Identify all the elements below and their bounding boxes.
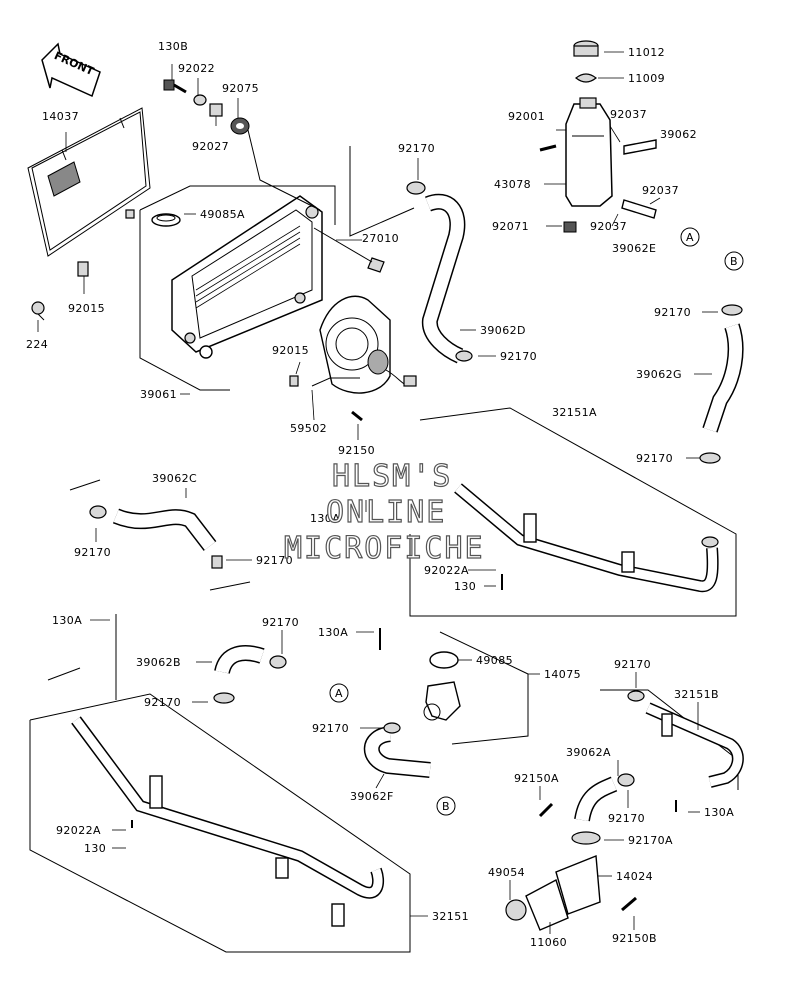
pipe-32151A (409, 407, 737, 617)
bolt-224 (31, 301, 45, 315)
label-92150B: 92150B (612, 932, 657, 945)
label-130A-c: 130A (318, 626, 348, 639)
label-92150A: 92150A (514, 772, 559, 785)
hose-39062B (213, 645, 287, 704)
label-14037: 14037 (42, 110, 79, 123)
ref-circle-b-top: B (724, 251, 744, 271)
label-130A-d: 130A (704, 806, 734, 819)
hose-39062F (363, 722, 431, 778)
label-14024: 14024 (616, 870, 653, 883)
water-pump-cover (505, 773, 677, 931)
leader-lines (37, 51, 718, 934)
pipe-32151 (29, 614, 411, 953)
label-39062G: 39062G (636, 368, 682, 381)
label-92170-i: 92170 (614, 658, 651, 671)
label-92170A: 92170A (628, 834, 673, 847)
label-130-a: 130 (454, 580, 476, 593)
label-92170-a: 92170 (398, 142, 435, 155)
label-92170-h: 92170 (144, 696, 181, 709)
label-92022A-b: 92022A (56, 824, 101, 837)
label-49054: 49054 (488, 866, 525, 879)
label-39062F: 39062F (350, 790, 394, 803)
temp-sensor-27010 (313, 227, 385, 273)
pipe-32151B (600, 689, 744, 790)
label-92170-j: 92170 (312, 722, 349, 735)
ref-circle-a-top: A (680, 227, 700, 247)
label-27010: 27010 (362, 232, 399, 245)
label-39062C: 39062C (152, 472, 197, 485)
label-59502: 59502 (290, 422, 327, 435)
hose-39062C (69, 479, 251, 591)
label-92027: 92027 (192, 140, 229, 153)
label-130A-a: 130A (310, 512, 340, 525)
label-92150: 92150 (338, 444, 375, 457)
svg-text:B: B (442, 800, 450, 813)
label-14075: 14075 (544, 668, 581, 681)
label-39062B: 39062B (136, 656, 181, 669)
cap-49085 (429, 651, 459, 669)
label-49085A: 49085A (200, 208, 245, 221)
ref-circle-a-bottom: A (329, 683, 349, 703)
cap-11009 (575, 73, 597, 83)
fan-assembly (289, 295, 417, 422)
label-92001: 92001 (508, 110, 545, 123)
radiator-screen-part (27, 107, 151, 321)
label-92170-c: 92170 (654, 306, 691, 319)
radiator-assembly (139, 185, 336, 391)
label-92170-b: 92170 (500, 350, 537, 363)
label-39061: 39061 (140, 388, 177, 401)
label-92015-b: 92015 (272, 344, 309, 357)
watermark-line-2: ONLINE (326, 495, 446, 530)
svg-text:B: B (730, 255, 738, 268)
label-92170-f: 92170 (256, 554, 293, 567)
label-39062A: 39062A (566, 746, 611, 759)
label-92170-e: 92170 (74, 546, 111, 559)
label-130A-b: 130A (52, 614, 82, 627)
label-92037-c: 92037 (590, 220, 627, 233)
label-92015-a: 92015 (68, 302, 105, 315)
label-39062D: 39062D (480, 324, 526, 337)
front-direction-arrow: FRONT (41, 42, 101, 98)
cap-49085A (151, 213, 181, 227)
label-92037-b: 92037 (642, 184, 679, 197)
label-11009: 11009 (628, 72, 665, 85)
label-130B: 130B (158, 40, 188, 53)
label-92075: 92075 (222, 82, 259, 95)
label-11060: 11060 (530, 936, 567, 949)
label-39062E: 39062E (612, 242, 656, 255)
label-92022A-a: 92022A (424, 564, 469, 577)
label-224: 224 (26, 338, 48, 351)
mount-hardware (163, 79, 321, 211)
svg-text:A: A (335, 687, 343, 700)
svg-text:A: A (686, 231, 694, 244)
label-92170-d: 92170 (636, 452, 673, 465)
label-39062: 39062 (660, 128, 697, 141)
thermostat-housing (379, 628, 529, 745)
label-43078: 43078 (494, 178, 531, 191)
watermark-line-3: MICROFICHE (284, 531, 485, 566)
label-130-b: 130 (84, 842, 106, 855)
ref-circle-b-bottom: B (436, 796, 456, 816)
label-49085: 49085 (476, 654, 513, 667)
label-92071: 92071 (492, 220, 529, 233)
hose-39062D (349, 146, 473, 364)
hose-39062G (699, 304, 744, 464)
label-32151A: 32151A (552, 406, 597, 419)
label-32151B: 32151B (674, 688, 719, 701)
label-92022: 92022 (178, 62, 215, 75)
label-32151: 32151 (432, 910, 469, 923)
watermark-line-1: HLSM'S (332, 459, 452, 494)
label-92037-a: 92037 (610, 108, 647, 121)
label-11012: 11012 (628, 46, 665, 59)
part-labels: 130B 92022 92075 92027 14037 11012 11009… (26, 40, 734, 949)
reservoir-tank (539, 40, 657, 233)
label-92170-k: 92170 (608, 812, 645, 825)
label-92170-g: 92170 (262, 616, 299, 629)
watermark: HLSM'S ONLINE MICROFICHE (283, 458, 485, 566)
